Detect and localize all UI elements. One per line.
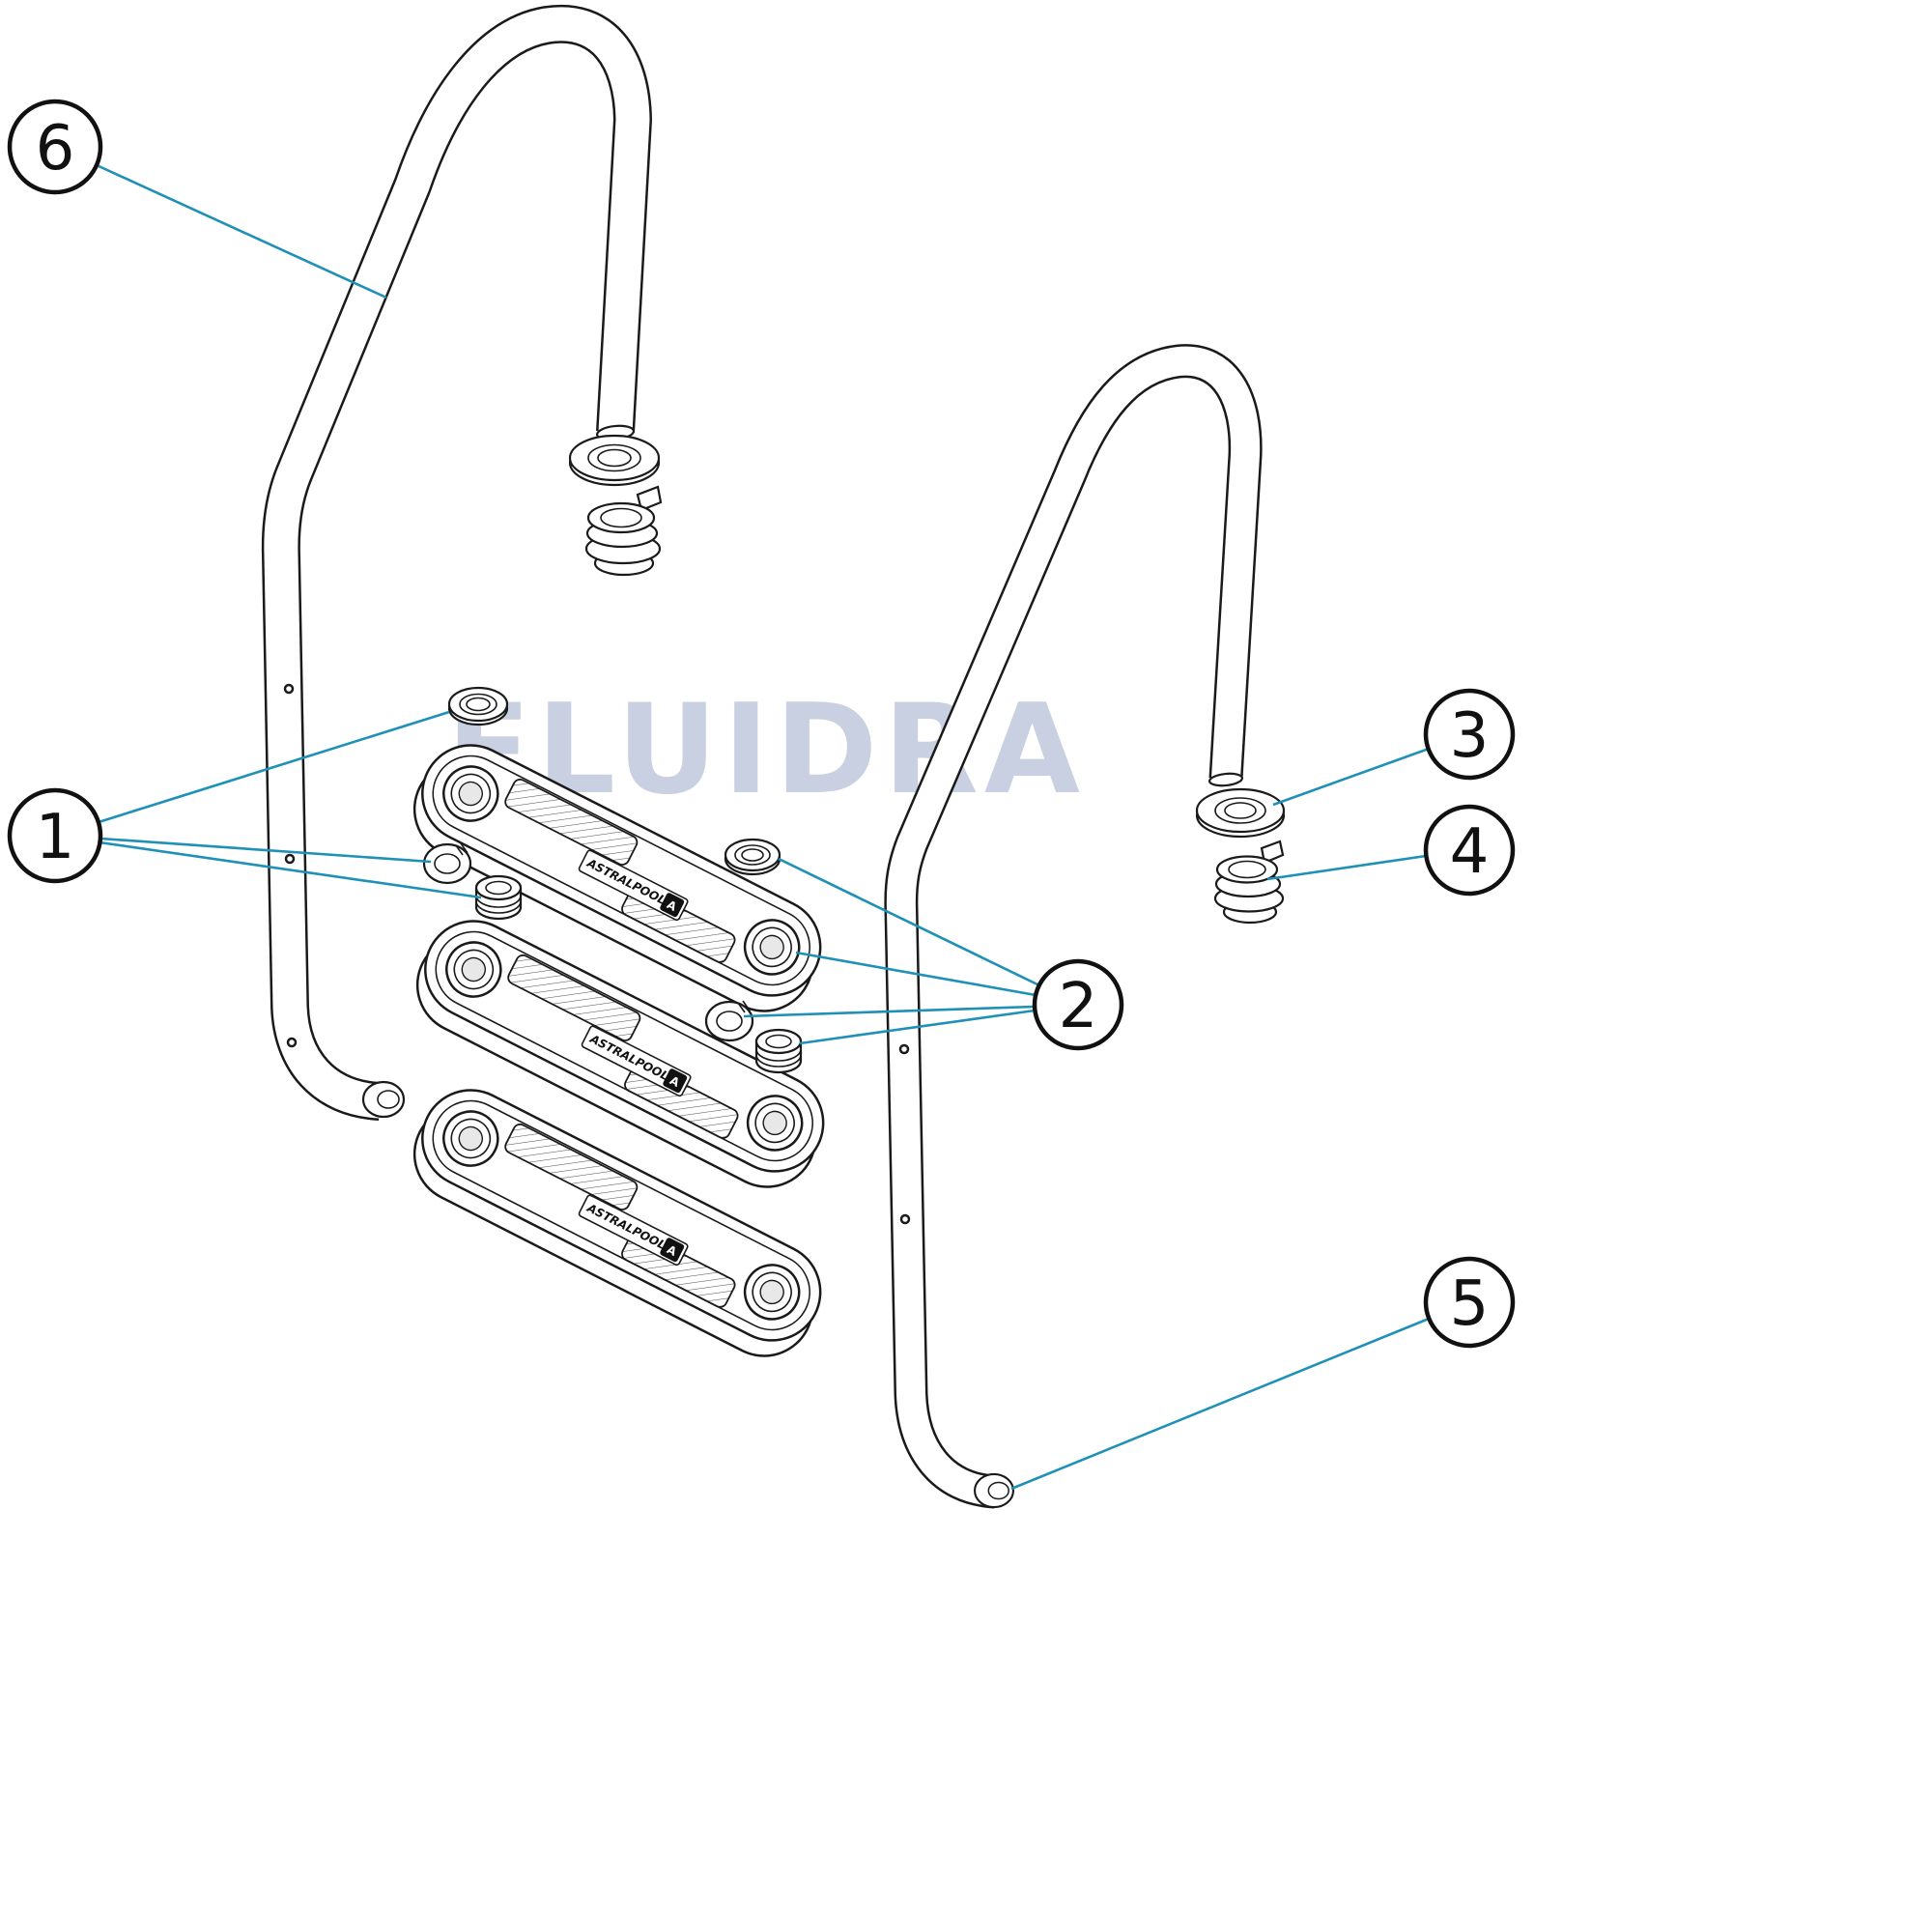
right-handrail <box>884 344 1263 1509</box>
tube-hole <box>898 1043 910 1055</box>
callout-2-circle[interactable] <box>1032 958 1124 1051</box>
step-fixing-ring-upper <box>447 686 509 726</box>
callout-6-number: 6 <box>36 113 75 185</box>
tube-hole <box>284 853 296 865</box>
callout-4-number: 4 <box>1450 816 1490 888</box>
leader-2a <box>778 857 1040 987</box>
callout-3-number: 3 <box>1450 700 1490 772</box>
callout-5-circle[interactable] <box>1423 1256 1516 1349</box>
callout-1-number: 1 <box>36 802 75 873</box>
callout-2[interactable]: 2 <box>1032 958 1124 1051</box>
step-clip-upper <box>422 841 472 885</box>
callout-6[interactable]: 6 <box>7 99 103 195</box>
leader-4 <box>1266 854 1427 881</box>
left-handrail <box>261 4 652 1121</box>
right-handrail-open-end <box>1208 772 1244 787</box>
tube-hole <box>286 1037 298 1048</box>
callout-1-circle[interactable] <box>7 787 103 884</box>
leader-2d <box>799 1009 1036 1045</box>
leader-1c <box>99 840 482 899</box>
callout-4[interactable]: 4 <box>1423 804 1516 897</box>
right-handrail-surface <box>886 346 1261 1506</box>
tube-hole <box>899 1213 911 1225</box>
callout-1[interactable]: 1 <box>7 787 103 884</box>
leader-1a <box>98 710 450 824</box>
callout-2-number: 2 <box>1059 971 1098 1042</box>
step-sleeve-lower <box>754 1028 803 1074</box>
callout-3-circle[interactable] <box>1423 688 1516 781</box>
step-sleeve-upper <box>474 874 523 921</box>
step-clip-lower <box>704 999 754 1042</box>
left-handrail-end-cap <box>361 1080 406 1119</box>
tube-hole <box>283 683 295 695</box>
left-escutcheon-flange <box>568 434 661 487</box>
right-escutcheon-flange <box>1195 787 1286 839</box>
left-anchor-plug <box>584 485 663 577</box>
right-handrail-end-cap <box>974 1472 1014 1509</box>
right-anchor-plug <box>1213 840 1285 925</box>
right-handrail-outline <box>884 344 1263 1509</box>
callout-3[interactable]: 3 <box>1423 688 1516 781</box>
left-handrail-surface <box>264 7 650 1119</box>
leader-2c <box>743 1005 1036 1018</box>
callout-5[interactable]: 5 <box>1423 1256 1516 1349</box>
leader-6 <box>96 163 387 299</box>
callout-6-circle[interactable] <box>7 99 103 195</box>
leader-5 <box>1010 1317 1430 1491</box>
leader-3 <box>1272 747 1430 807</box>
leader-1b <box>99 837 432 864</box>
callout-4-circle[interactable] <box>1423 804 1516 897</box>
leader-2b <box>795 951 1037 997</box>
callout-5-number: 5 <box>1450 1268 1490 1340</box>
callouts: 6 1 3 4 2 5 <box>7 99 1516 1349</box>
step-fixing-ring-lower <box>724 838 781 876</box>
leader-lines <box>96 163 1430 1491</box>
